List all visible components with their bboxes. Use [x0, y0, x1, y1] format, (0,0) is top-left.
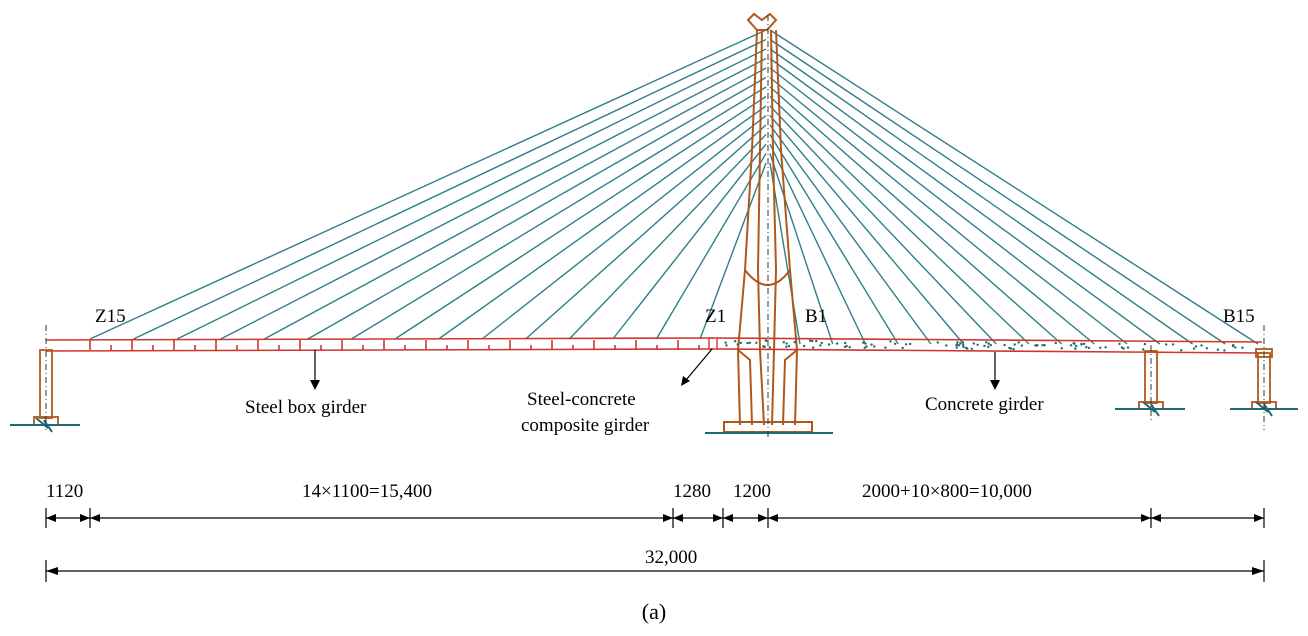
- cable-right: [769, 115, 965, 345]
- dim-1200: 1200: [733, 481, 771, 502]
- cable-right: [769, 38, 1226, 345]
- cable-left: [263, 67, 767, 340]
- pylon: [705, 12, 833, 434]
- cable-right: [769, 143, 867, 345]
- label-z1: Z1: [705, 306, 726, 327]
- label-b1: B1: [805, 306, 827, 327]
- cable-left: [351, 86, 767, 340]
- label-composite-line1: Steel-concrete: [527, 389, 636, 410]
- label-b15: B15: [1223, 306, 1255, 327]
- dim-steel-span: 14×1100=15,400: [302, 481, 432, 502]
- cable-right: [769, 153, 834, 345]
- auxiliary-pier: [1115, 350, 1185, 417]
- dim-total: 32,000: [645, 547, 697, 568]
- cable-left: [612, 143, 767, 340]
- label-steel-box-girder: Steel box girder: [245, 397, 367, 418]
- cable-left: [568, 134, 767, 340]
- cable-left: [655, 153, 767, 340]
- dim-1280: 1280: [673, 481, 711, 502]
- cable-right: [769, 48, 1193, 345]
- dimension-chain: [45, 508, 1265, 582]
- dim-1120: 1120: [46, 481, 83, 502]
- cable-left: [220, 57, 767, 340]
- cable-right: [769, 95, 1030, 345]
- left-end-pier: [10, 349, 80, 433]
- steel-box-girder-segments: [89, 340, 700, 350]
- cable-right: [769, 29, 1259, 345]
- cable-left: [176, 48, 767, 340]
- cable-right: [769, 105, 997, 345]
- cable-right: [769, 76, 1095, 345]
- cable-left: [307, 76, 767, 340]
- cable-right: [769, 57, 1161, 345]
- cable-right: [769, 67, 1128, 345]
- cable-right: [769, 124, 932, 345]
- cable-left: [699, 162, 767, 340]
- cable-right: [769, 86, 1063, 345]
- cable-left: [133, 38, 767, 340]
- label-composite-line2: composite girder: [521, 415, 650, 436]
- composite-segment: [708, 337, 718, 350]
- label-arrows: [310, 348, 1000, 390]
- cable-left: [394, 95, 767, 340]
- concrete-girder-fill: [724, 339, 1244, 352]
- dim-concrete-span: 2000+10×800=10,000: [862, 481, 1032, 502]
- cable-left: [89, 29, 767, 340]
- stay-cables: [89, 29, 1259, 345]
- cable-left: [438, 105, 767, 340]
- cable-left: [525, 124, 767, 340]
- caption: (a): [642, 599, 666, 624]
- cable-left: [481, 114, 767, 340]
- label-z15: Z15: [95, 306, 126, 327]
- main-girder: [45, 337, 1263, 354]
- cable-right: [769, 134, 899, 345]
- label-concrete-girder: Concrete girder: [925, 394, 1044, 415]
